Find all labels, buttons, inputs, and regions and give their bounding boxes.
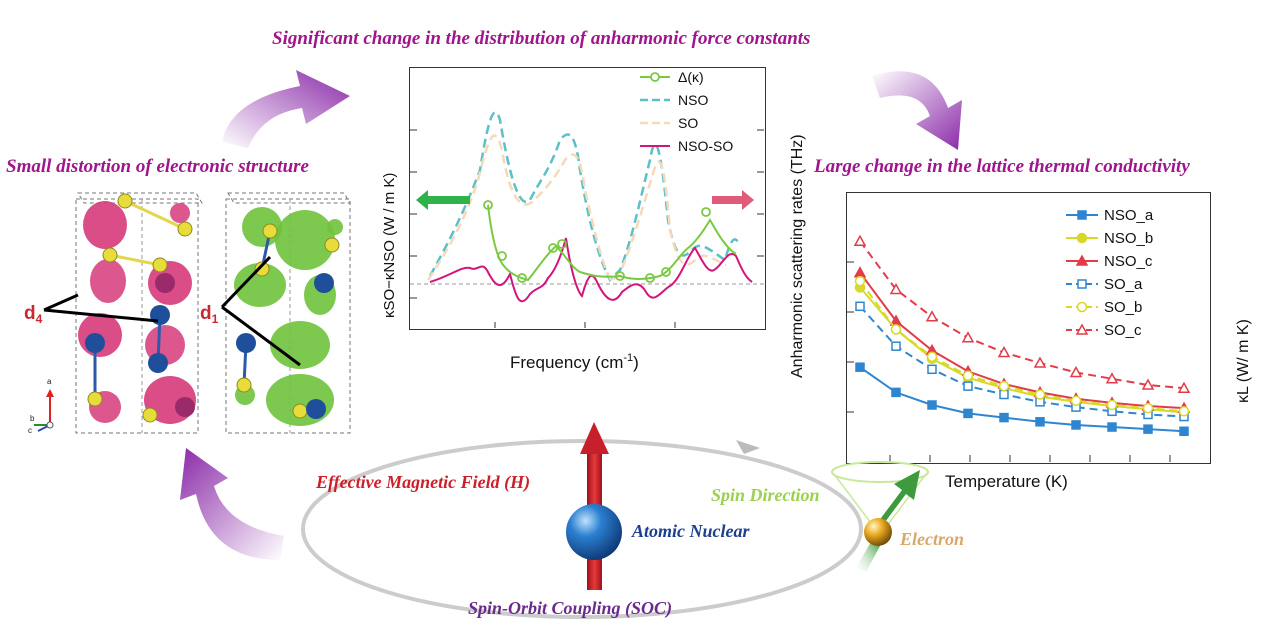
axis-triad: a b c (28, 377, 54, 435)
kappa-ylabel: κL (W/ m K) (1235, 319, 1252, 403)
freq-legend: Δ(κ) NSO SO NSO-SO (640, 69, 733, 154)
series-line-so_c (859, 240, 1185, 390)
legend-so: SO (678, 115, 698, 131)
data-point-so_c (889, 282, 903, 295)
legend-nso-so: NSO-SO (678, 138, 733, 154)
nuclear-label: Atomic Nuclear (632, 521, 750, 541)
data-point-so_c (997, 345, 1011, 358)
data-point-nso_a (891, 387, 901, 398)
data-point-nso_a (1179, 426, 1189, 436)
data-point-so_c (1033, 356, 1047, 368)
series-line-nso_a (859, 366, 1185, 433)
legend-label-nso_c: NSO_c (1104, 253, 1153, 270)
data-point-nso_a (1071, 420, 1081, 430)
data-point-so_c (925, 310, 939, 322)
axis-c-label: c (28, 426, 32, 435)
freq-ylabel-right: Anharmonic scattering rates (THz) (789, 134, 806, 378)
data-point-so_c (1069, 365, 1083, 378)
data-point-nso_a (999, 412, 1009, 423)
orbit-arrow-icon (736, 440, 760, 454)
arrow-to-right-icon (872, 71, 962, 150)
data-point-nso_a (1107, 422, 1117, 432)
data-point-so_c (853, 234, 867, 246)
so-curve (426, 134, 727, 285)
data-point-so_a (891, 341, 901, 351)
data-point-so_b (1142, 402, 1154, 414)
legend-nso: NSO (678, 92, 708, 108)
left-title: Small distortion of electronic structure (6, 156, 309, 177)
data-point-so_a (999, 389, 1009, 400)
data-point-nso_a (927, 400, 937, 410)
legend-label-nso_a: NSO_a (1104, 207, 1154, 224)
axis-a-label: a (47, 377, 52, 386)
legend-marker-nso_b (1076, 232, 1088, 244)
arrow-left-icon (416, 190, 470, 210)
legend-label-so_b: SO_b (1104, 299, 1142, 316)
series-line-so_b (859, 280, 1185, 413)
data-point-so_b (854, 275, 866, 287)
legend-marker-nso_a (1077, 210, 1087, 220)
delta-curve (487, 204, 737, 282)
kappa-xlabel: Temperature (K) (945, 472, 1068, 491)
spin-direction-label: Spin Direction (711, 485, 820, 505)
axis-b-label: b (30, 414, 35, 423)
legend-label-nso_b: NSO_b (1104, 230, 1153, 247)
soc-label: Spin-Orbit Coupling (SOC) (468, 598, 673, 618)
arrow-to-left-icon (180, 448, 284, 560)
legend-label-so_c: SO_c (1104, 322, 1142, 339)
arrow-to-top-icon (222, 70, 350, 148)
data-point-nso_a (855, 362, 865, 372)
legend-marker-nso_c (1075, 254, 1089, 266)
data-point-so_a (855, 301, 865, 312)
data-point-nso_a (1143, 424, 1153, 434)
data-point-so_c (1141, 378, 1155, 390)
data-point-so_b (1178, 406, 1190, 417)
freq-ylabel-left: κSO−κNSO (W / m K) (381, 173, 398, 318)
data-point-so_b (890, 324, 902, 335)
legend-delta: Δ(κ) (678, 69, 704, 85)
crystal-structures: a b c d4 d1 (24, 192, 351, 435)
data-point-so_b (926, 351, 938, 362)
data-point-so_c (1177, 381, 1191, 393)
data-point-nso_c (853, 266, 867, 278)
nso-so-curve (429, 237, 753, 303)
arrow-right-icon (712, 190, 754, 210)
field-label: Effective Magnetic Field (H) (316, 472, 531, 492)
bond-d1-label: d1 (200, 303, 219, 326)
freq-xlabel: Frequency (cm-1) (510, 352, 639, 372)
data-point-so_b (1070, 395, 1082, 407)
data-point-so_b (998, 380, 1010, 392)
data-point-so_b (1034, 389, 1046, 400)
legend-marker-so_c (1075, 323, 1089, 335)
data-point-so_c (961, 331, 975, 343)
data-point-so_a (963, 381, 973, 391)
electronic-structure-cell-left (43, 192, 203, 434)
right-title: Large change in the lattice thermal cond… (814, 156, 1190, 177)
data-point-nso_a (1035, 417, 1045, 427)
soc-orbit (301, 439, 863, 619)
frequency-chart: Δ(κ) NSO SO NSO-SO Frequency (cm-1) κSO−… (381, 69, 806, 378)
data-point-so_b (962, 370, 974, 381)
legend-label-so_a: SO_a (1104, 276, 1143, 293)
series-line-so_a (859, 305, 1185, 418)
top-title: Significant change in the distribution o… (272, 28, 811, 49)
nso-curve (428, 111, 740, 283)
data-point-so_c (1105, 372, 1119, 384)
data-point-so_a (927, 364, 937, 375)
electron-label: Electron (900, 529, 965, 549)
data-point-nso_a (963, 408, 973, 419)
legend-marker-so_b (1076, 301, 1088, 313)
legend-marker-so_a (1077, 279, 1087, 289)
bond-d4-label: d4 (24, 303, 43, 326)
electronic-structure-cell-right (220, 192, 351, 434)
series-line-nso_c (859, 272, 1185, 410)
data-point-so_b (1106, 399, 1118, 411)
